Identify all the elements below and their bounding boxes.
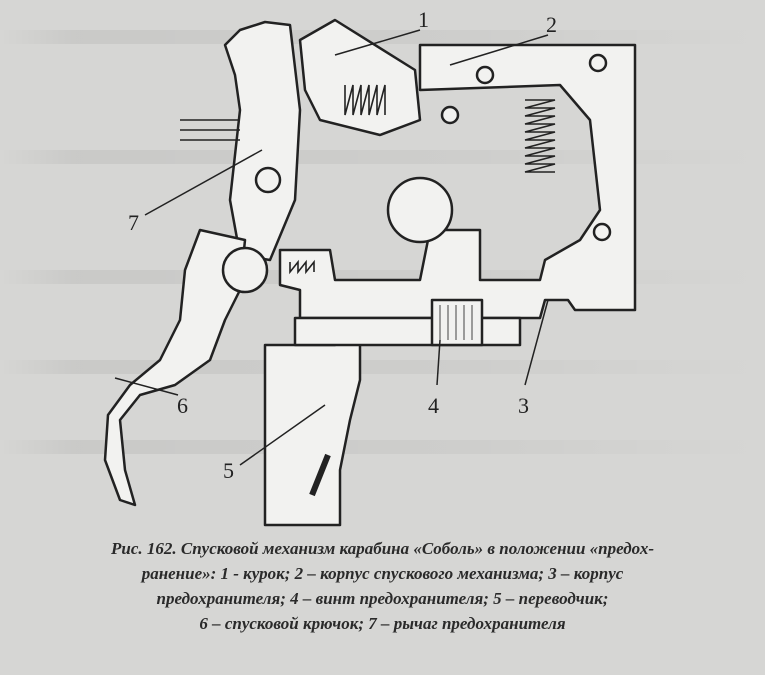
trigger (103, 228, 247, 507)
figure-caption: Рис. 162. Спусковой механизм карабина «С… (0, 536, 765, 636)
springs (180, 84, 556, 275)
bleed-through-text (0, 440, 765, 454)
label-2: 2 (546, 12, 557, 37)
bleed-through-text (0, 150, 765, 164)
trigger-mechanism-diagram: 1 2 3 4 5 6 7 (103, 7, 637, 527)
label-3: 3 (518, 393, 529, 418)
bleed-through-text (0, 30, 765, 44)
sear-wheel (386, 176, 454, 244)
label-7: 7 (128, 210, 139, 235)
caption-line: предохранителя; 4 – винт предохранителя;… (156, 589, 609, 608)
trigger-housing (278, 43, 637, 320)
part-labels: 1 2 3 4 5 6 7 (128, 7, 557, 483)
safety-housing (293, 316, 522, 347)
safety-lever (223, 20, 302, 262)
caption-line: 6 – спусковой крючок; 7 – рычаг предохра… (199, 614, 566, 633)
label-6: 6 (177, 393, 188, 418)
label-5: 5 (223, 458, 234, 483)
leader-lines (114, 29, 549, 466)
selector (263, 328, 362, 527)
label-4: 4 (428, 393, 439, 418)
hammer (298, 18, 422, 137)
caption-line: ранение»: 1 - курок; 2 – корпус спусково… (141, 564, 624, 583)
caption-line: Рис. 162. Спусковой механизм карабина «С… (110, 539, 655, 558)
label-1: 1 (418, 7, 429, 32)
